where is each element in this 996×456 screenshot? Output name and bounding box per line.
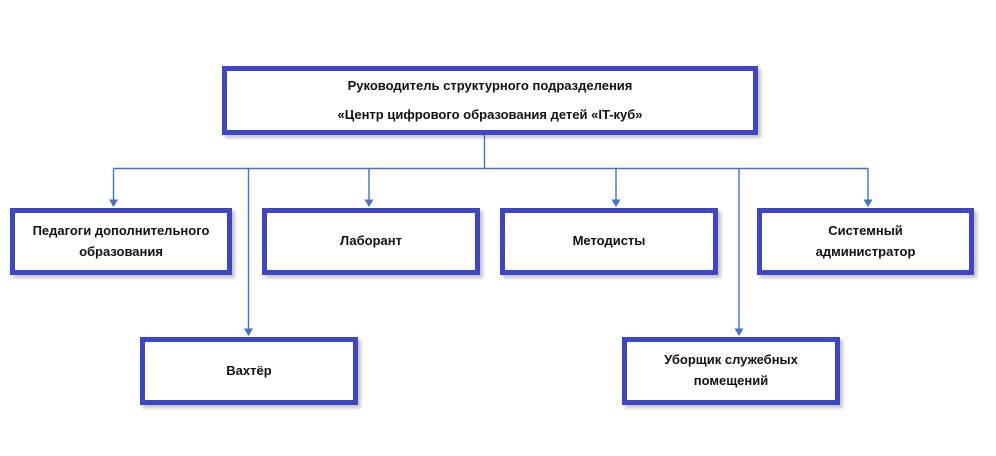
org-node-laborant: Лаборант (262, 208, 480, 275)
node-label: Лаборант (339, 233, 403, 249)
org-node-pedagogi: Педагоги дополнительного образования (10, 208, 232, 275)
node-label: Уборщик служебных помещений (664, 352, 798, 388)
head-label-line2: «Центр цифрового образования детей «IT-к… (337, 107, 643, 122)
org-node-head: Руководитель структурного подразделения … (222, 66, 758, 135)
connector-arrow-vakhter (244, 168, 253, 336)
connector-arrow-laborant (364, 168, 374, 207)
node-label: Педагоги дополнительного образования (32, 222, 210, 259)
org-node-uborshchik: Уборщик служебных помещений (622, 337, 840, 405)
node-label: Методисты (572, 233, 646, 249)
head-label-line1: Руководитель структурного подразделения (347, 78, 633, 94)
node-label: Вахтёр (226, 362, 272, 378)
node-label: Системный администратор (815, 222, 916, 259)
org-node-metodisty: Методисты (500, 208, 718, 275)
connector-arrow-uborshchik (734, 168, 744, 336)
connector-arrow-pedagogi (109, 168, 118, 207)
org-node-sysadmin: Системный администратор (757, 208, 974, 275)
org-node-vakhter: Вахтёр (140, 337, 358, 405)
connector-arrow-sysadmin (863, 168, 873, 207)
connector-arrow-metodisty (611, 168, 621, 207)
